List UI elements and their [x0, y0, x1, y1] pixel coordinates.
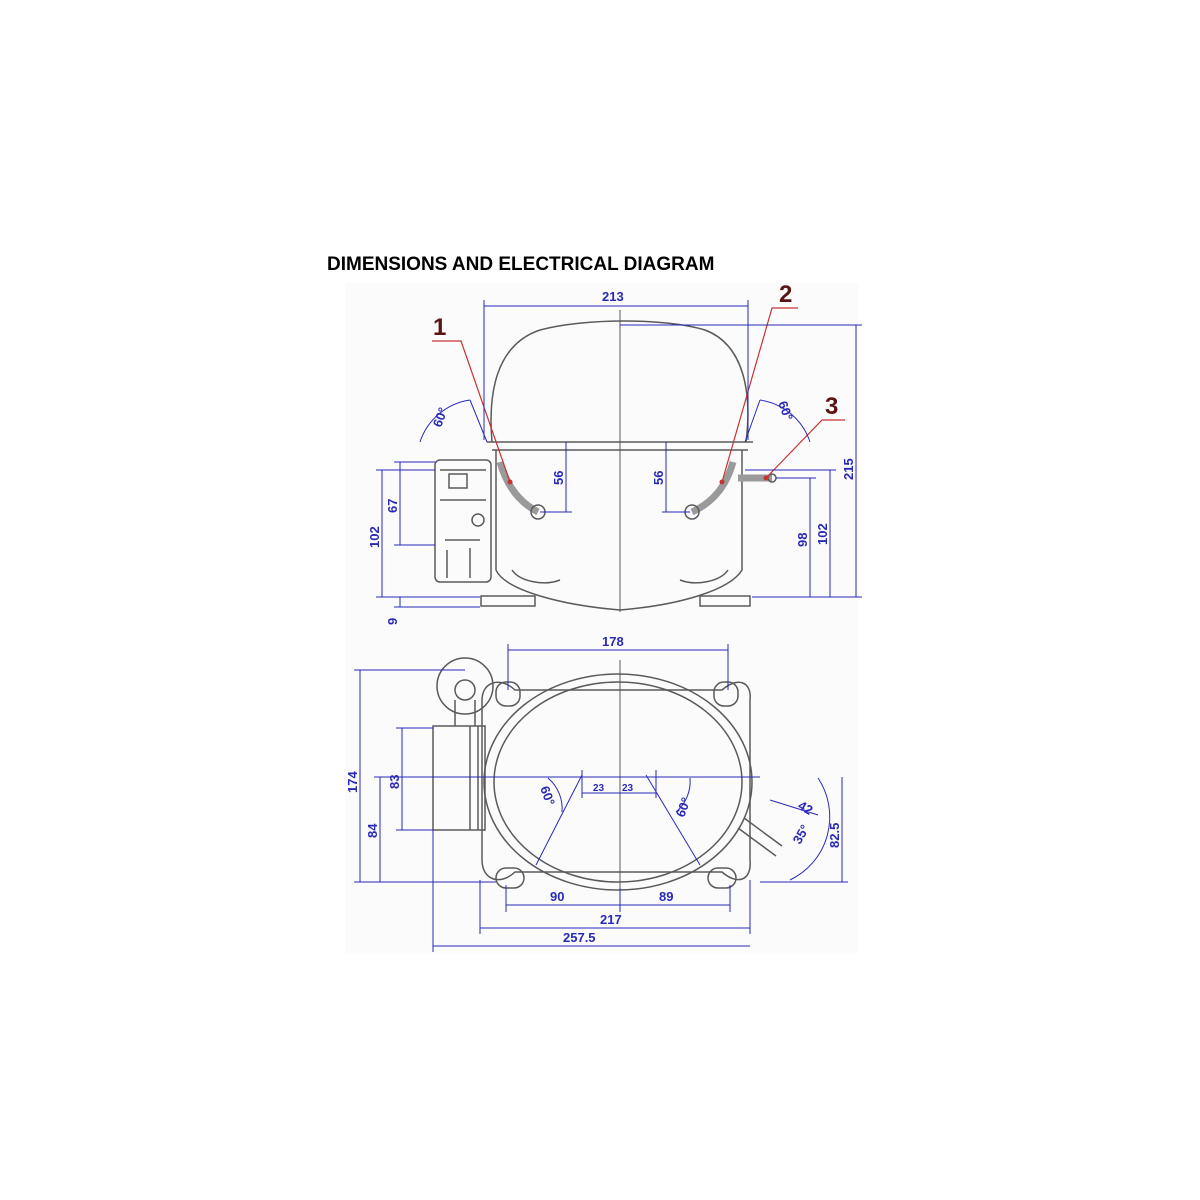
dim-line-83 — [396, 727, 433, 831]
dim-label-9: 9 — [385, 618, 400, 625]
dim-label-angle-left-top: 60° — [537, 784, 558, 808]
top-view-foot-bottom-right — [707, 867, 737, 889]
angle-arc-center-top — [675, 777, 691, 813]
top-view-grommet-stem — [454, 700, 476, 726]
dim-line-257-5 — [432, 830, 750, 952]
dim-line-102-right — [745, 469, 836, 597]
top-view-foot-bottom-left — [495, 867, 525, 889]
dim-label-178: 178 — [602, 634, 624, 649]
compressor-skirt-detail — [511, 569, 729, 584]
dim-label-angle-center-top: 60° — [673, 795, 694, 819]
dim-label-213: 213 — [602, 289, 624, 304]
dim-line-174 — [354, 669, 496, 883]
dim-label-67: 67 — [385, 499, 400, 513]
callout-1-leader — [432, 340, 511, 483]
compressor-dome — [490, 320, 749, 443]
dim-label-257-5: 257.5 — [563, 930, 596, 945]
dim-line-67 — [394, 461, 435, 546]
terminal-screw — [471, 513, 485, 527]
dim-label-98: 98 — [795, 533, 810, 547]
dim-label-90: 90 — [550, 889, 564, 904]
mounting-foot-right — [699, 595, 751, 607]
callout-2-leader — [721, 307, 798, 483]
dim-label-56-left: 56 — [551, 471, 566, 485]
angle-arc-left-top — [547, 777, 563, 813]
radius-leader-42 — [769, 799, 819, 816]
top-view-grommet-inner — [454, 679, 476, 701]
page-title: DIMENSIONS AND ELECTRICAL DIAGRAM — [327, 254, 715, 275]
drawing-panel — [345, 283, 858, 953]
dim-line-213 — [483, 300, 749, 440]
dim-label-23-right: 23 — [622, 783, 634, 794]
dim-label-102-right: 102 — [815, 523, 830, 545]
top-view-foot-top-right — [713, 681, 739, 707]
terminal-box-detail — [440, 469, 486, 578]
callout-3-label: 3 — [825, 393, 838, 420]
top-view-terminal-detail — [469, 726, 479, 830]
dim-label-89: 89 — [659, 889, 673, 904]
terminal-box — [434, 459, 492, 583]
top-view-terminal-box — [432, 725, 486, 831]
dim-label-angle-left: 60° — [430, 405, 451, 429]
dim-line-84 — [374, 776, 760, 882]
terminal-connector — [448, 473, 468, 489]
dim-label-102-left: 102 — [367, 526, 382, 548]
top-view-base-plate — [481, 681, 751, 881]
dim-line-217 — [479, 880, 751, 934]
top-view-grommet — [436, 657, 494, 715]
dim-label-23-left: 23 — [593, 783, 605, 794]
dim-label-83: 83 — [387, 775, 402, 789]
angle-arc-right-top — [789, 777, 831, 881]
dim-label-angle-right: 60° — [775, 399, 796, 423]
dim-line-56-left — [540, 442, 572, 513]
dim-line-178 — [507, 644, 729, 690]
front-view: 1 2 3 213 215 102 67 9 56 56 98 102 60° … — [367, 281, 862, 625]
callout-1-label: 1 — [433, 314, 446, 341]
dim-line-102-left — [376, 469, 480, 598]
dim-label-84: 84 — [365, 823, 380, 838]
dim-label-174: 174 — [345, 771, 360, 793]
dim-line-82-5 — [760, 777, 848, 883]
dim-line-9 — [394, 597, 480, 608]
dim-label-radius-42: 42 — [796, 798, 816, 818]
dim-line-56-right — [662, 442, 690, 513]
dim-line-23-23 — [581, 770, 657, 798]
angle-arc-right — [744, 399, 811, 443]
mounting-foot-left — [480, 595, 536, 607]
dim-label-82-5: 82.5 — [827, 823, 842, 848]
dim-label-217: 217 — [600, 912, 622, 927]
dim-line-98 — [776, 477, 816, 597]
dim-line-215 — [620, 324, 862, 598]
angle-arc-left — [419, 399, 488, 443]
top-view: 178 174 83 84 82.5 90 89 217 257.5 23 23… — [345, 634, 848, 952]
callout-3-leader — [765, 419, 845, 479]
top-view-shell — [483, 673, 753, 891]
top-view-pipe-stub — [737, 817, 783, 857]
dim-label-56-right: 56 — [651, 471, 666, 485]
angle-lines-center — [535, 774, 701, 866]
callout-2-label: 2 — [779, 281, 792, 308]
dim-line-90-89 — [505, 885, 731, 912]
dim-label-215: 215 — [841, 458, 856, 480]
top-view-shell-inner — [493, 681, 743, 883]
